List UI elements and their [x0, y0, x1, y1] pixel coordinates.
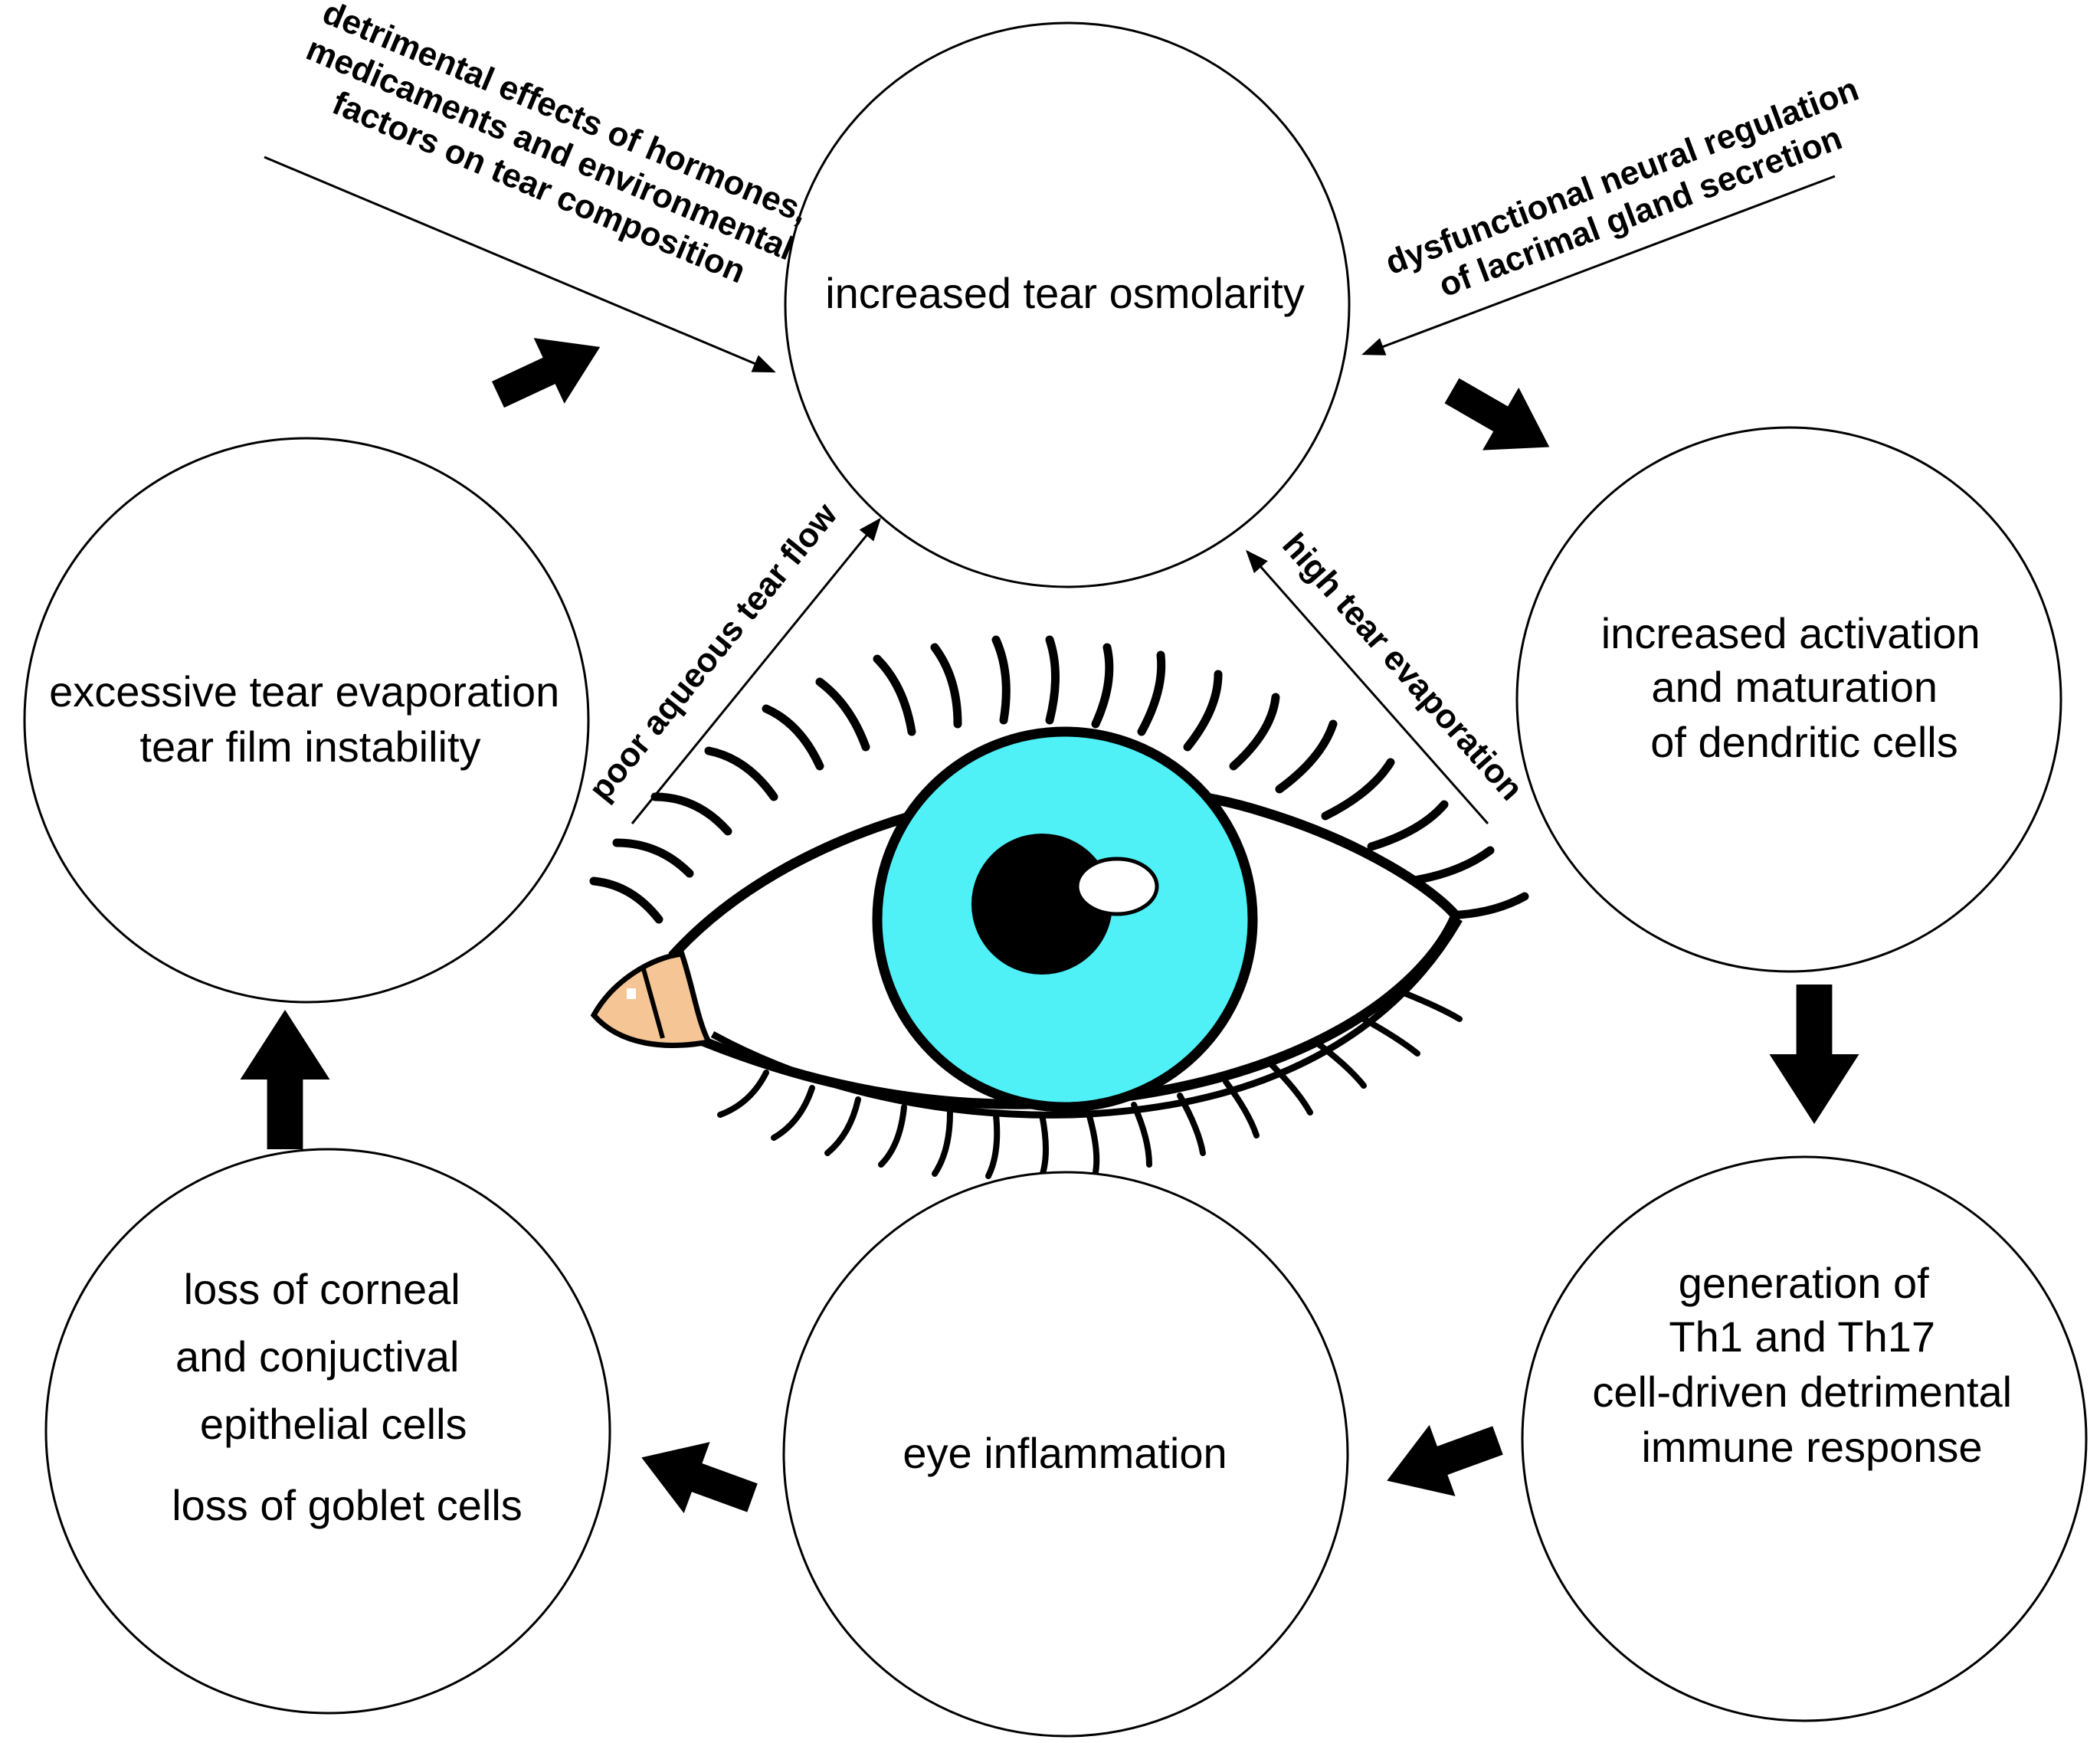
neural-label: dysfunctional neural regulation of lacri… [1381, 67, 1886, 319]
evap-arrow [1246, 549, 1489, 824]
node-inflammation-text: eye inflammation [903, 1429, 1227, 1477]
block-arrow-icon [1769, 985, 1859, 1124]
lower-eyelashes [717, 989, 1463, 1179]
block-arrow-icon [1374, 1404, 1511, 1517]
eye-illustration [589, 635, 1529, 1179]
node-dendritic-text: increased activation and maturation of d… [1601, 609, 1993, 766]
pupil [971, 834, 1112, 975]
node-th-circle [1521, 1155, 2088, 1722]
block-arrow-icon [628, 1421, 765, 1534]
node-epithelial-text: loss of corneal and conjuctival epitheli… [172, 1265, 523, 1529]
neural-arrow [1361, 175, 1836, 355]
aqueous-arrow [631, 517, 881, 824]
node-th-text: generation of Th1 and Th17 cell-driven d… [1592, 1259, 2023, 1471]
node-osmolarity-circle [784, 21, 1351, 588]
block-arrow-icon [1433, 359, 1568, 479]
hormones-label: detrimental effects of hormones, medicam… [286, 0, 824, 308]
node-dendritic-circle [1515, 426, 2062, 973]
evap-label: high tear evaporation [1275, 526, 1530, 808]
node-evaporation-circle [23, 437, 590, 1004]
lower-lid-line [710, 917, 1463, 1119]
block-arrow-icon [483, 314, 616, 428]
node-epithelial-circle [44, 1148, 611, 1715]
upper-eyelashes [589, 635, 1529, 924]
node-inflammation-circle [782, 1171, 1349, 1738]
node-osmolarity-text: increased tear osmolarity [825, 269, 1305, 317]
aqueous-label: poor aqueous tear flow [582, 496, 845, 808]
eye-highlight [1075, 857, 1159, 916]
node-evaporation-text: excessive tear evaporation tear film ins… [49, 667, 572, 771]
hormones-arrow [264, 156, 776, 373]
block-arrow-icon [240, 1010, 330, 1149]
